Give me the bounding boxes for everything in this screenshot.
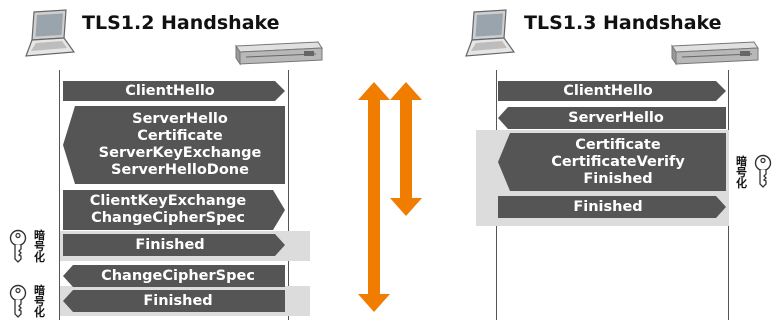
- tls12-encrypted-label-client: 暗 号 化: [34, 230, 45, 263]
- tls12-panel: TLS1.2 Handshake ClientHello ServerHello…: [0, 0, 330, 323]
- tls13-certificate-verify-label: CertificateVerify: [551, 153, 685, 170]
- tls13-client-hello-label: ClientHello: [563, 82, 653, 99]
- tls12-server-lifeline: [288, 70, 289, 320]
- tls12-finished-client-label: Finished: [135, 236, 205, 253]
- tls13-title: TLS1.3 Handshake: [524, 12, 722, 34]
- tls13-certificate-group: Certificate CertificateVerify Finished: [498, 133, 726, 191]
- tls12-title: TLS1.2 Handshake: [82, 12, 280, 34]
- encrypted-char: 号: [34, 295, 45, 308]
- tls13-panel: TLS1.3 Handshake ClientHello ServerHello…: [440, 0, 777, 323]
- tls13-finished-client-message: Finished: [498, 196, 726, 218]
- tls12-client-lifeline: [59, 70, 60, 320]
- tls13-certificate-label: Certificate: [575, 136, 661, 153]
- tls13-finished-client-label: Finished: [573, 198, 643, 215]
- tls12-client-key-exchange-group: ClientKeyExchange ChangeCipherSpec: [63, 190, 285, 230]
- laptop-icon: [465, 9, 516, 57]
- tls12-server-hello-done-label: ServerHelloDone: [111, 162, 249, 178]
- key-icon: [9, 284, 27, 318]
- tls12-client-hello-label: ClientHello: [125, 82, 215, 99]
- encrypted-char: 化: [34, 251, 45, 264]
- tls12-encrypted-label-server: 暗 号 化: [34, 285, 45, 318]
- tls13-encrypted-label: 暗 号 化: [736, 156, 747, 189]
- tls12-server-hello-label: ServerHello: [132, 111, 228, 127]
- encrypted-char: 暗: [34, 229, 45, 242]
- tls13-round-trip-arrow: [390, 82, 422, 216]
- tls12-round-trip-arrow: [358, 82, 390, 312]
- tls12-client-hello-message: ClientHello: [63, 81, 285, 101]
- key-icon: [754, 154, 772, 188]
- encrypted-char: 暗: [736, 155, 747, 168]
- server-icon: [235, 41, 323, 66]
- tls12-change-cipher-spec-server-label: ChangeCipherSpec: [101, 267, 255, 284]
- tls13-finished-server-label: Finished: [583, 170, 653, 187]
- tls13-client-hello-message: ClientHello: [498, 81, 726, 101]
- tls13-server-hello-message: ServerHello: [498, 107, 726, 129]
- encrypted-char: 化: [34, 306, 45, 319]
- tls12-change-cipher-spec-client-label: ChangeCipherSpec: [91, 210, 245, 226]
- tls12-server-key-exchange-label: ServerKeyExchange: [98, 145, 262, 161]
- encrypted-char: 化: [736, 177, 747, 190]
- tls12-server-hello-group: ServerHello Certificate ServerKeyExchang…: [63, 106, 285, 184]
- encrypted-char: 号: [34, 240, 45, 253]
- tls12-finished-server-label: Finished: [143, 292, 213, 309]
- server-icon: [671, 41, 759, 66]
- tls13-server-hello-label: ServerHello: [568, 109, 664, 126]
- tls12-finished-server-message: Finished: [63, 290, 285, 312]
- tls12-certificate-label: Certificate: [137, 128, 223, 144]
- encrypted-char: 暗: [34, 284, 45, 297]
- tls12-client-key-exchange-label: ClientKeyExchange: [89, 193, 247, 209]
- tls12-finished-client-message: Finished: [63, 234, 285, 256]
- round-trip-arrow-icon: [358, 82, 422, 312]
- laptop-icon: [25, 9, 76, 57]
- tls12-change-cipher-spec-server-message: ChangeCipherSpec: [63, 265, 285, 287]
- encrypted-char: 号: [736, 166, 747, 179]
- key-icon: [9, 229, 27, 263]
